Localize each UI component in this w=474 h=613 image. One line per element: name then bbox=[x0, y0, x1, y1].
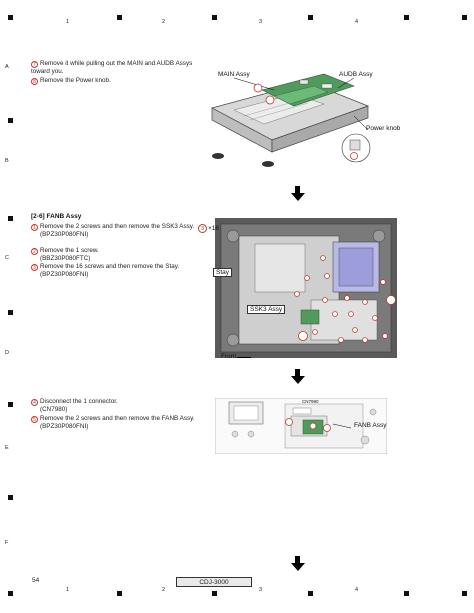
stay-label: Stay bbox=[213, 268, 233, 277]
registration-mark bbox=[8, 591, 13, 596]
column-number: 4 bbox=[355, 587, 359, 593]
column-number: 2 bbox=[162, 587, 166, 593]
fanb-stay-removal-illustration bbox=[215, 218, 397, 358]
registration-mark bbox=[212, 15, 217, 20]
front-arrow-icon bbox=[237, 357, 251, 358]
main-audb-removal-illustration bbox=[211, 73, 371, 167]
section-heading: [2-6] FANB Assy bbox=[31, 213, 82, 220]
row-letter: F bbox=[5, 540, 9, 546]
power-knob-label: Power knob bbox=[366, 125, 401, 132]
registration-mark bbox=[8, 495, 13, 500]
down-arrow-icon bbox=[291, 193, 305, 201]
registration-mark bbox=[8, 118, 13, 123]
step-3-marker: 3 bbox=[198, 224, 207, 233]
column-number: 4 bbox=[355, 19, 359, 25]
down-arrow-icon bbox=[295, 369, 300, 376]
column-number: 1 bbox=[66, 587, 70, 593]
registration-mark bbox=[8, 310, 13, 315]
registration-mark bbox=[404, 591, 409, 596]
row-letter: E bbox=[5, 445, 9, 451]
column-number: 1 bbox=[66, 19, 70, 25]
registration-mark bbox=[462, 15, 467, 20]
down-arrow-icon bbox=[291, 563, 305, 571]
column-number: 3 bbox=[259, 587, 263, 593]
screw-count-label: ×16 bbox=[208, 225, 220, 232]
registration-mark bbox=[8, 402, 13, 407]
page-number: 54 bbox=[32, 577, 40, 584]
registration-mark bbox=[212, 591, 217, 596]
row-letter: D bbox=[5, 350, 9, 356]
fanb-assy-removal-illustration bbox=[215, 398, 387, 454]
front-label: Front bbox=[221, 353, 237, 360]
down-arrow-icon bbox=[295, 556, 300, 563]
down-arrow-icon bbox=[295, 186, 300, 193]
column-number: 3 bbox=[259, 19, 263, 25]
row-letter: A bbox=[5, 64, 9, 70]
registration-mark bbox=[404, 15, 409, 20]
registration-mark bbox=[117, 591, 122, 596]
registration-mark bbox=[308, 15, 313, 20]
row-letter: B bbox=[5, 158, 9, 164]
registration-mark bbox=[117, 15, 122, 20]
row-letter: C bbox=[5, 255, 9, 261]
registration-mark bbox=[8, 216, 13, 221]
down-arrow-icon bbox=[291, 376, 305, 384]
fanb-assy-label: FANB Assy bbox=[354, 422, 387, 429]
registration-mark bbox=[462, 591, 467, 596]
main-assy-label: MAIN Assy bbox=[218, 71, 250, 78]
connector-label: CN7980 bbox=[302, 399, 319, 404]
registration-mark bbox=[8, 15, 13, 20]
audb-assy-label: AUDB Assy bbox=[339, 71, 373, 78]
ssk3-assy-label: SSK3 Assy bbox=[247, 305, 286, 314]
column-number: 2 bbox=[162, 19, 166, 25]
model-name: CDJ-3000 bbox=[176, 577, 252, 587]
registration-mark bbox=[308, 591, 313, 596]
